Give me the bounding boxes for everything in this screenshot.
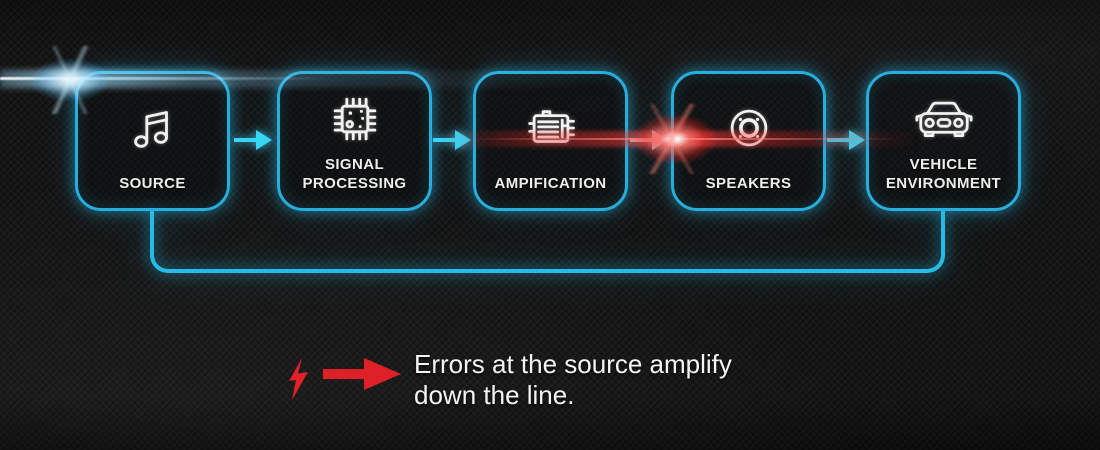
caption-line-1: Errors at the source amplify [414,349,732,379]
node-label: VEHICLE ENVIRONMENT [886,155,1001,193]
speaker-icon [722,74,776,174]
car-icon [913,74,975,155]
node-speakers: SPEAKERS [671,71,826,211]
node-label-line: SPEAKERS [705,175,792,192]
node-label: SPEAKERS [706,174,792,193]
node-label-line: SOURCE [119,175,186,192]
node-label-line: SIGNAL [324,156,385,173]
amplify-arrow-icon [322,356,402,397]
amplifier-icon [520,74,582,174]
node-label-line: PROCESSING [302,175,407,192]
flow-arrow-1 [233,126,273,159]
music-note-icon [126,74,180,174]
node-label-line: ENVIRONMENT [885,175,1002,192]
node-amplification: AMPIFICATION [473,71,628,211]
node-label-line: VEHICLE [909,156,978,173]
caption-text: Errors at the source amplify down the li… [414,349,732,411]
caption-line-2: down the line. [414,380,575,410]
chip-icon [327,74,383,155]
flow-arrow-2 [432,126,472,159]
feedback-loop-line [150,209,945,273]
node-label: SOURCE [119,174,186,193]
flow-arrow-4 [826,126,866,159]
node-vehicle-environment: VEHICLE ENVIRONMENT [866,71,1021,211]
node-label-line: AMPIFICATION [494,175,607,192]
node-signal-processing: SIGNAL PROCESSING [277,71,432,211]
node-label: AMPIFICATION [494,174,606,193]
node-label: SIGNAL PROCESSING [302,155,406,193]
node-source: SOURCE [75,71,230,211]
lightning-bolt-icon [286,358,310,405]
flow-arrow-3 [629,126,669,159]
